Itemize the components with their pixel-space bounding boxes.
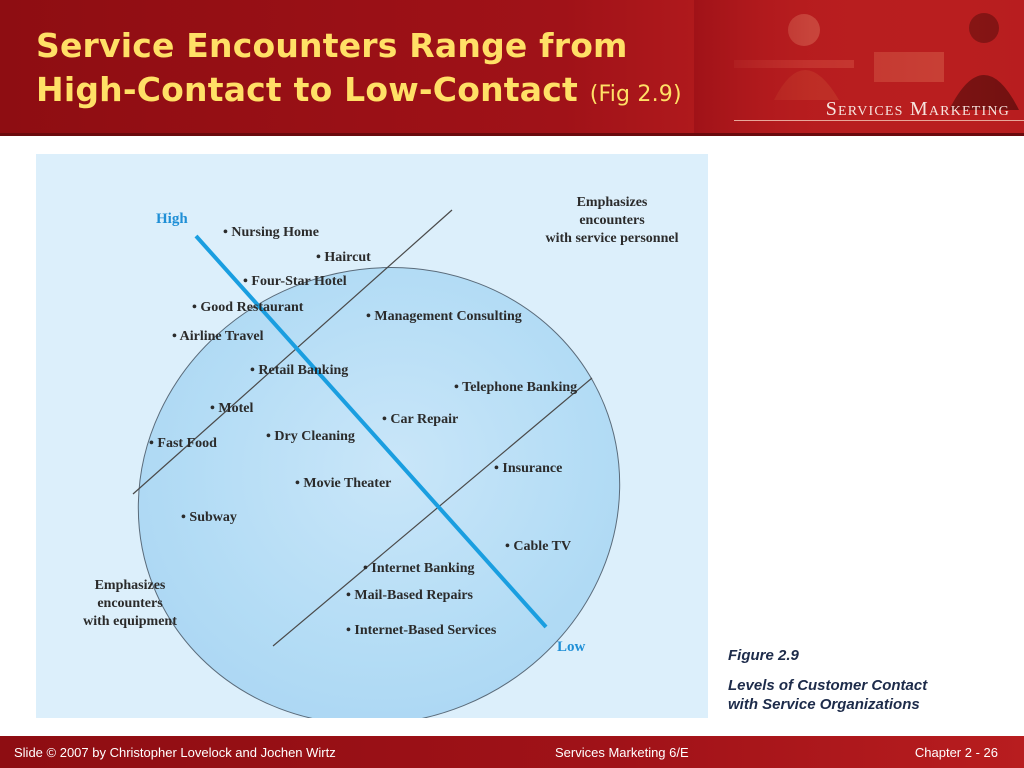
equipment-label-line-1: Emphasizes: [95, 578, 166, 593]
personnel-label-line-2: encounters: [579, 213, 645, 228]
footer-copyright: Slide © 2007 by Christopher Lovelock and…: [14, 745, 336, 760]
service-item: • Insurance: [494, 461, 562, 476]
slide-footer: Slide © 2007 by Christopher Lovelock and…: [0, 736, 1024, 768]
contact-levels-figure: High Low Emphasizes encounters with serv…: [36, 154, 708, 718]
boundary-line-lower: [272, 377, 593, 647]
title-line-1: Service Encounters Range from: [36, 26, 628, 65]
service-item: • Good Restaurant: [192, 300, 304, 315]
service-item: • Haircut: [316, 250, 371, 265]
brand-rule: [734, 120, 1024, 121]
office-photo-graphic: [694, 0, 1024, 136]
service-item: • Internet-Based Services: [346, 623, 497, 638]
brand-wordmark: Services Marketing: [825, 98, 1010, 120]
low-label: Low: [557, 639, 586, 655]
footer-slide-number: Chapter 2 - 26: [914, 745, 998, 760]
service-item: • Car Repair: [382, 412, 458, 427]
service-item: • Internet Banking: [363, 561, 474, 576]
personnel-label-line-1: Emphasizes: [577, 195, 648, 210]
equipment-label-line-3: with equipment: [83, 614, 177, 629]
service-item: • Telephone Banking: [454, 380, 577, 395]
service-item: • Dry Cleaning: [266, 429, 355, 444]
service-item: • Airline Travel: [172, 329, 264, 344]
footer-book-title: Services Marketing 6/E: [555, 745, 689, 760]
service-item: • Mail-Based Repairs: [346, 588, 474, 603]
caption-text-line-2: with Service Organizations: [728, 696, 920, 713]
high-label: High: [156, 211, 188, 227]
boundary-line-upper: [132, 209, 453, 495]
service-item: • Management Consulting: [366, 309, 522, 324]
slide-header: Service Encounters Range from High-Conta…: [0, 0, 1024, 136]
contact-levels-diagram: High Low Emphasizes encounters with serv…: [83, 195, 679, 718]
personnel-label-line-3: with service personnel: [546, 231, 679, 246]
service-item: • Nursing Home: [223, 225, 319, 240]
slide-title: Service Encounters Range from High-Conta…: [36, 24, 682, 117]
service-item: • Motel: [210, 401, 253, 416]
service-item: • Retail Banking: [250, 363, 348, 378]
service-item: • Movie Theater: [295, 476, 391, 491]
caption-figure-number: Figure 2.9: [728, 647, 799, 664]
high-low-diagonal: [194, 234, 548, 629]
title-line-2: High-Contact to Low-Contact: [36, 70, 578, 109]
service-item: • Subway: [181, 510, 237, 525]
service-item: • Four-Star Hotel: [243, 274, 347, 289]
figure-caption: Figure 2.9 Levels of Customer Contact wi…: [728, 646, 998, 714]
caption-text-line-1: Levels of Customer Contact: [728, 677, 928, 694]
title-figure-ref: (Fig 2.9): [589, 82, 682, 107]
contact-oval: [137, 267, 621, 718]
header-divider: [0, 133, 1024, 136]
service-item: • Fast Food: [149, 436, 217, 451]
equipment-label-line-2: encounters: [97, 596, 163, 611]
service-item: • Cable TV: [505, 539, 571, 554]
